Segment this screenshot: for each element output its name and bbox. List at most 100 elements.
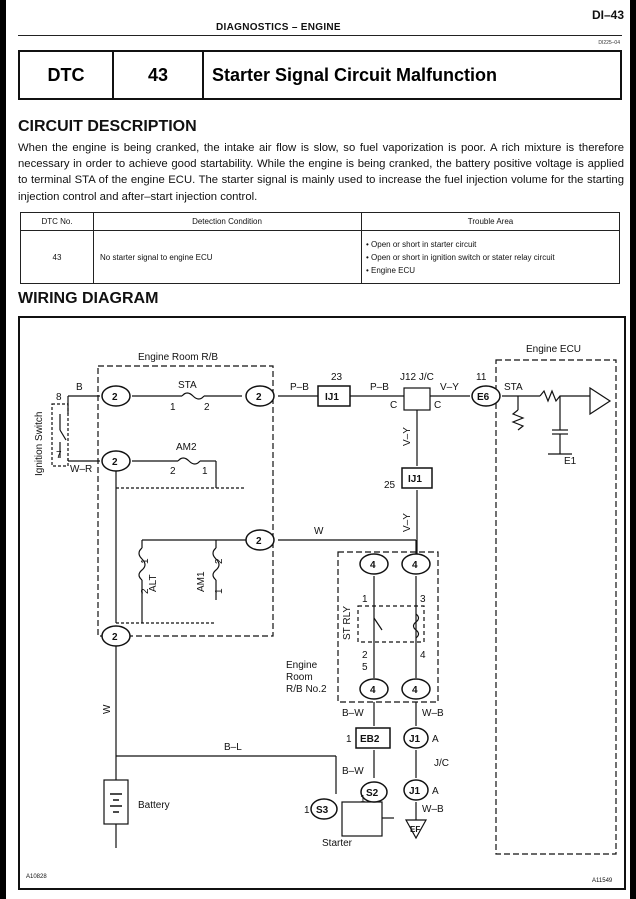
cell-trouble-area: • Open or short in starter circuit • Ope… bbox=[361, 230, 620, 284]
wire-label: B–W bbox=[342, 708, 364, 719]
pin-number: 5 bbox=[362, 662, 368, 673]
pin-number: 3 bbox=[420, 594, 426, 605]
pin-number: 7 bbox=[56, 450, 62, 461]
table-row: 43 No starter signal to engine ECU • Ope… bbox=[20, 230, 620, 284]
wiring-diagram-title: WIRING DIAGRAM bbox=[18, 290, 159, 307]
st-rly-box bbox=[357, 605, 425, 643]
jc-mid-label: J/C bbox=[434, 758, 449, 769]
connector-2-b bbox=[101, 450, 131, 472]
connector-2-a bbox=[101, 385, 131, 407]
pin-number: C bbox=[390, 400, 397, 411]
fuse-alt bbox=[138, 547, 146, 581]
ef-ground bbox=[404, 819, 428, 840]
relay-coil bbox=[412, 613, 420, 639]
pin-number: 1 bbox=[304, 805, 310, 816]
wire-label: P–B bbox=[290, 382, 309, 393]
fig-code-right: A11549 bbox=[592, 878, 613, 884]
wiring-diagram: 2 2 2 2 2 4 4 4 4 E6 S2 S3 J1 J1 IJ1 IJ1… bbox=[18, 316, 626, 890]
circuit-description-text: When the engine is being cranked, the in… bbox=[18, 142, 624, 203]
battery-label: Battery bbox=[138, 800, 170, 811]
ecu-e1-label: E1 bbox=[564, 456, 577, 467]
wire-label: W bbox=[102, 704, 113, 714]
pin-number: 2 bbox=[204, 402, 210, 413]
pin-number: 1 bbox=[140, 558, 151, 564]
pin-number: 23 bbox=[331, 372, 343, 383]
connector-2-c bbox=[245, 385, 275, 407]
fuse-am1 bbox=[212, 547, 220, 581]
connector-eb2 bbox=[355, 727, 391, 749]
ij1-label: IJ1 bbox=[325, 392, 339, 403]
circuit-description-title: CIRCUIT DESCRIPTION bbox=[18, 118, 197, 135]
pin-label: 2 bbox=[112, 392, 118, 403]
wire-label: W–R bbox=[70, 464, 92, 475]
wire-label: B bbox=[76, 382, 83, 393]
fuse-sta bbox=[181, 392, 205, 400]
pin-label: 2 bbox=[112, 632, 118, 643]
connector-2-e bbox=[101, 625, 131, 647]
pin-number: 1 bbox=[170, 402, 176, 413]
pin-number: 1 bbox=[362, 594, 368, 605]
am2-fuse-label: AM2 bbox=[176, 442, 197, 453]
th-trouble-area: Trouble Area bbox=[361, 212, 620, 231]
wire-label: B–L bbox=[224, 742, 242, 753]
ecu-comparator bbox=[589, 386, 612, 416]
connector-4-d bbox=[401, 678, 431, 700]
wire-label: V–Y bbox=[440, 382, 459, 393]
ecu-sta-label: STA bbox=[504, 382, 523, 393]
pin-label: 4 bbox=[412, 685, 418, 696]
cell-dtc-no: 43 bbox=[20, 230, 94, 284]
sta-fuse-label: STA bbox=[178, 380, 197, 391]
connector-ij1 bbox=[317, 385, 351, 407]
s3-label: S3 bbox=[316, 805, 329, 816]
st-rly-label: ST RLY bbox=[342, 606, 353, 640]
pin-label: 4 bbox=[370, 685, 376, 696]
jc-top-label: J12 J/C bbox=[400, 372, 434, 383]
dtc-code: 43 bbox=[112, 50, 204, 100]
ignition-switch-label: Ignition Switch bbox=[34, 412, 45, 476]
ef-label: EF bbox=[410, 825, 420, 834]
area-item: • Engine ECU bbox=[366, 265, 416, 275]
pin-label: 4 bbox=[412, 560, 418, 571]
wire-label: V–Y bbox=[402, 513, 413, 532]
pin-number: 2 bbox=[214, 558, 225, 564]
wire-label: W bbox=[314, 526, 324, 537]
header-rule bbox=[18, 35, 622, 36]
pin-label: 2 bbox=[256, 536, 262, 547]
engine-ecu-box bbox=[495, 359, 617, 855]
rb2-label-3: R/B No.2 bbox=[286, 684, 327, 695]
dtc-title: Starter Signal Circuit Malfunction bbox=[202, 50, 622, 100]
j1-label: J1 bbox=[409, 786, 421, 797]
cell-condition: No starter signal to engine ECU bbox=[93, 230, 362, 284]
wiring-diagram-svg: 2 2 2 2 2 4 4 4 4 E6 S2 S3 J1 J1 IJ1 IJ1… bbox=[26, 344, 617, 884]
pin-label: 2 bbox=[256, 392, 262, 403]
engine-room-rb2-box bbox=[337, 551, 439, 703]
pin-number: A bbox=[432, 734, 439, 745]
pin-number: 2 bbox=[362, 650, 368, 661]
th-detection: Detection Condition bbox=[93, 212, 362, 231]
manual-page: DI–43 DIAGNOSTICS – ENGINE DI225–04 DTC … bbox=[6, 0, 630, 899]
ij1-label: IJ1 bbox=[408, 474, 422, 485]
connector-j1-b bbox=[403, 779, 429, 801]
pin-number: 1 bbox=[214, 588, 225, 594]
page-code: DI–43 bbox=[591, 8, 624, 22]
relay-switch bbox=[373, 617, 383, 631]
pin-number: 1 bbox=[346, 734, 352, 745]
pin-number: 2 bbox=[140, 588, 151, 594]
pin-number: A bbox=[432, 786, 439, 797]
engine-room-rb-box bbox=[97, 365, 274, 637]
small-code: DI225–04 bbox=[598, 40, 620, 46]
ignition-blade bbox=[59, 429, 67, 441]
starter-body bbox=[341, 801, 383, 837]
connector-4-c bbox=[359, 678, 389, 700]
pin-number: 8 bbox=[56, 392, 62, 403]
dtc-label: DTC bbox=[18, 50, 114, 100]
fig-code-left: A10828 bbox=[26, 874, 47, 880]
alt-fuse-label: ALT bbox=[148, 574, 159, 592]
rb2-label-2: Room bbox=[286, 672, 313, 683]
pin-label: 4 bbox=[370, 560, 376, 571]
eb2-label: EB2 bbox=[360, 734, 380, 745]
wire-label: B–W bbox=[342, 766, 364, 777]
wire-label: W–B bbox=[422, 804, 444, 815]
pin-label: 2 bbox=[112, 457, 118, 468]
engine-room-rb-label: Engine Room R/B bbox=[138, 352, 218, 363]
